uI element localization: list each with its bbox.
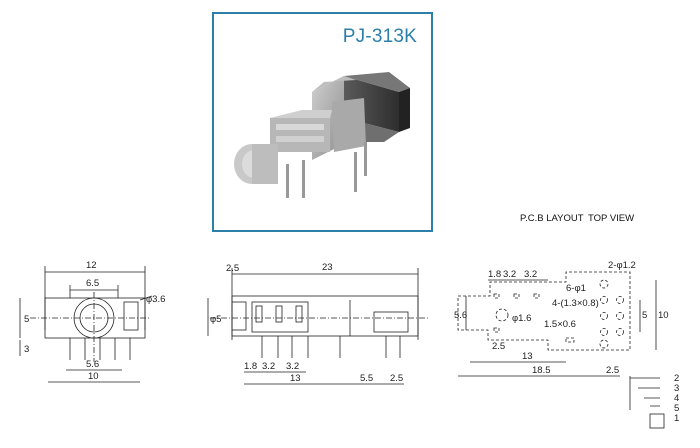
pcb-c: 3.2 <box>524 269 537 280</box>
side-p3: 3.2 <box>286 361 299 372</box>
top-view-label: TOP VIEW <box>588 213 634 224</box>
product-photo-frame: PJ-313K <box>212 12 433 232</box>
pcb-right: 2.5 <box>606 365 619 376</box>
front-height: 5 <box>24 314 29 325</box>
pcb-h3: 10 <box>658 310 669 321</box>
front-view-drawing <box>19 266 153 383</box>
pcb-h2: 5 <box>642 310 647 321</box>
side-length: 23 <box>322 262 333 273</box>
pcb-holes-big: 2-φ1.2 <box>608 260 636 271</box>
side-p2: 3.2 <box>262 361 275 372</box>
pcb-post: φ1.6 <box>512 313 531 324</box>
pcb-a: 1.8 <box>488 269 501 280</box>
pcb-left-edge: 2.5 <box>492 341 505 352</box>
pcb-total: 18.5 <box>532 365 551 376</box>
side-dia: φ5 <box>210 314 221 325</box>
pin-label-2: 3 <box>674 383 679 394</box>
pcb-slots: 4-(1.3×0.8) <box>552 298 599 309</box>
pcb-h1: 5.6 <box>454 310 467 321</box>
pcb-holes-six: 6-φ1 <box>566 283 586 294</box>
side-p1: 1.8 <box>244 361 257 372</box>
front-inner: 6.5 <box>86 278 99 289</box>
pcb-layout-label: P.C.B LAYOUT <box>520 213 584 224</box>
jack-photo <box>234 72 410 198</box>
pcb-dimension-lines <box>458 279 657 377</box>
front-base: 10 <box>88 371 99 382</box>
pcb-layout-drawing <box>457 271 631 351</box>
schematic-drawing <box>629 376 665 429</box>
front-hole-dia: φ3.6 <box>146 294 165 305</box>
pcb-mid: 13 <box>522 351 533 362</box>
pin-label-3: 4 <box>674 393 679 404</box>
pin-label-5: 1 <box>674 413 679 424</box>
front-width: 12 <box>86 260 97 271</box>
front-pitch: 5.6 <box>86 359 99 370</box>
side-top-offset: 2.5 <box>226 263 239 274</box>
front-lower: 3 <box>24 344 29 355</box>
pcb-slot: 1.5×0.6 <box>544 319 576 330</box>
pin-label-1: 2 <box>674 373 679 384</box>
side-view-drawing <box>207 268 428 385</box>
pin-label-4: 5 <box>674 403 679 414</box>
side-p4: 5.5 <box>360 373 373 384</box>
model-number: PJ-313K <box>342 26 417 47</box>
pcb-b: 3.2 <box>503 269 516 280</box>
side-span: 13 <box>290 373 301 384</box>
side-p5: 2.5 <box>390 373 403 384</box>
